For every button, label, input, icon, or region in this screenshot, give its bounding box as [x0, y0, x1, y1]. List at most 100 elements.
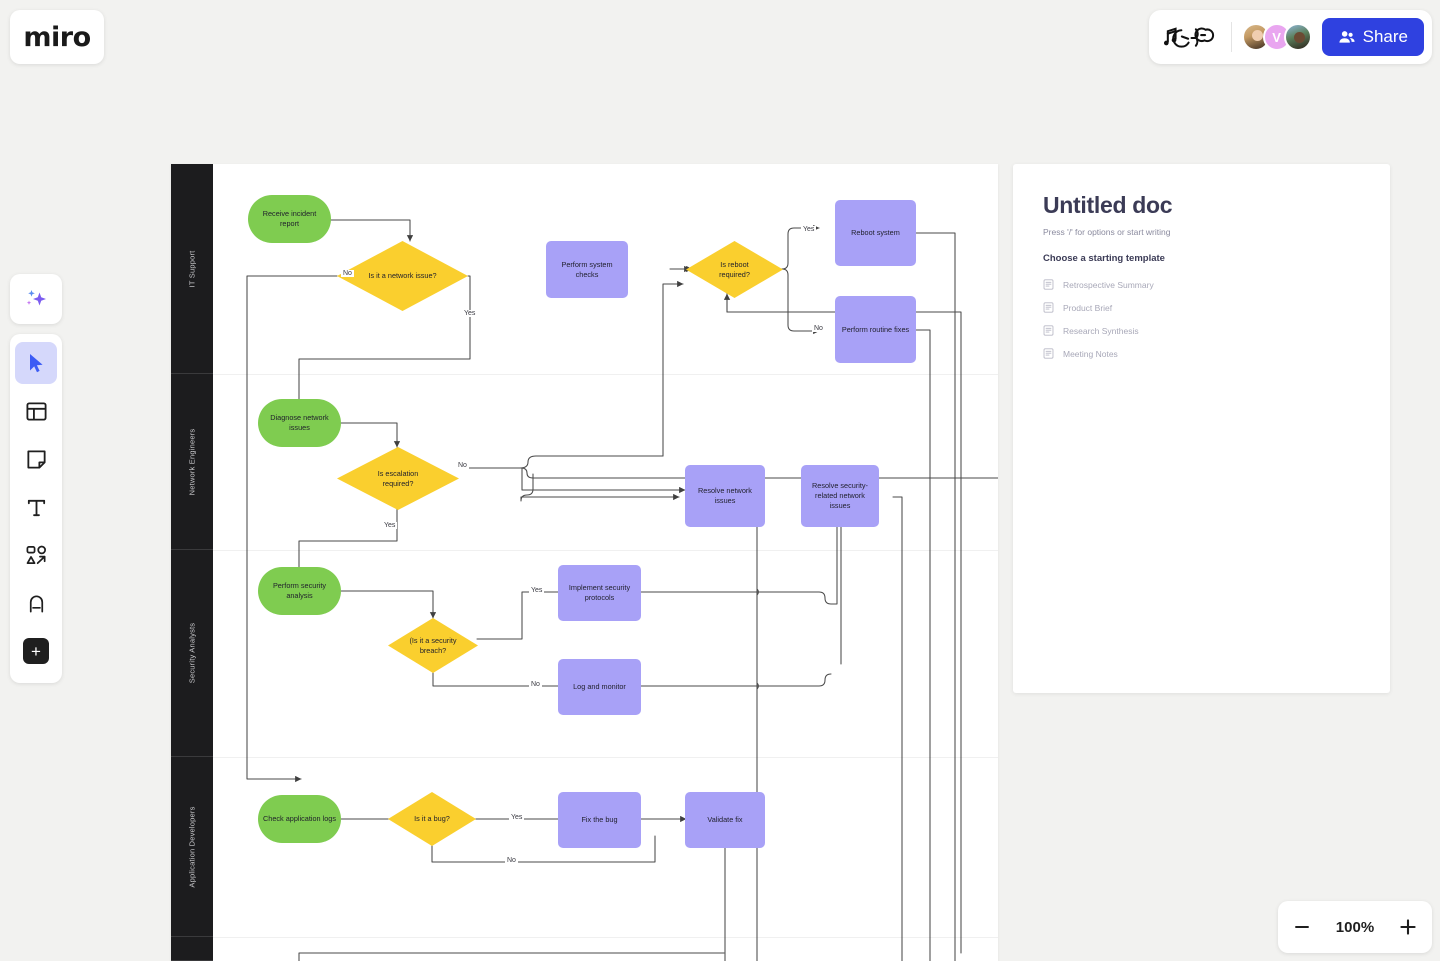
swimlane-header-network-engineers[interactable]: Network Engineers: [171, 374, 213, 550]
flowchart-canvas[interactable]: IT Support Network Engineers Security An…: [171, 164, 998, 961]
node-resolve-network-issues[interactable]: Resolve network issues: [685, 465, 765, 527]
template-label: Retrospective Summary: [1063, 279, 1154, 290]
node-resolve-security-related-network-issues[interactable]: Resolve security-related network issues: [801, 465, 879, 527]
document-icon: [1043, 279, 1054, 290]
shapes-icon: [26, 545, 46, 564]
swimlane-header-application-developers[interactable]: Application Developers: [171, 757, 213, 937]
header-divider: [1230, 22, 1232, 52]
lane-separator: [213, 937, 998, 938]
node-receive-incident-report[interactable]: Receive incident report: [248, 195, 331, 243]
node-implement-security-protocols[interactable]: Implement security protocols: [558, 565, 641, 621]
select-cursor-tool[interactable]: [15, 342, 57, 384]
document-icon: [1043, 325, 1054, 336]
miro-logo-text: miro: [23, 21, 91, 53]
node-label: Fix the bug: [581, 815, 618, 825]
template-frame-icon: [25, 401, 47, 421]
node-perform-security-analysis[interactable]: Perform security analysis: [258, 567, 341, 615]
zoom-control: 100%: [1278, 901, 1432, 953]
select-cursor-icon: [30, 354, 43, 373]
node-label: Perform security analysis: [272, 581, 327, 600]
share-button[interactable]: Share: [1321, 18, 1424, 56]
shapes-tool[interactable]: [15, 534, 57, 576]
node-fix-the-bug[interactable]: Fix the bug: [558, 792, 641, 848]
node-diagnose-network-issues[interactable]: Diagnose network issues: [258, 399, 341, 447]
pen-icon: [29, 594, 43, 613]
document-icon: [1043, 348, 1054, 359]
lane-separator: [213, 550, 998, 551]
swimlane-header-security-analysts[interactable]: Security Analysts: [171, 550, 213, 757]
edge-label-no: No: [505, 857, 518, 864]
node-is-escalation-required[interactable]: Is escalation required?: [337, 447, 459, 510]
template-frame-tool[interactable]: [15, 390, 57, 432]
node-label: Resolve security-related network issues: [812, 481, 868, 510]
zoom-out-button[interactable]: [1287, 912, 1317, 942]
decision-shape: [388, 618, 478, 673]
edge-label-yes: Yes: [529, 587, 545, 594]
add-apps-tool[interactable]: +: [15, 630, 57, 672]
collaborator-avatars: V: [1241, 23, 1312, 51]
node-label: Diagnose network issues: [270, 413, 329, 432]
text-tool[interactable]: [15, 486, 57, 528]
node-label: Receive incident report: [262, 209, 317, 228]
node-log-and-monitor[interactable]: Log and monitor: [558, 659, 641, 715]
node-label: Perform system checks: [561, 259, 613, 279]
node-is-reboot-required[interactable]: Is reboot required?: [686, 241, 783, 298]
ai-tool-card[interactable]: [10, 274, 62, 324]
template-label: Meeting Notes: [1063, 348, 1118, 359]
sticky-note-tool[interactable]: [15, 438, 57, 480]
doc-panel[interactable]: Untitled doc Press '/' for options or st…: [1013, 164, 1390, 693]
edge-label-no: No: [529, 681, 542, 688]
decision-shape: [337, 241, 468, 311]
node-label: Log and monitor: [573, 682, 626, 692]
node-label: Reboot system: [851, 228, 900, 238]
document-icon: [1043, 302, 1054, 313]
edge-label-yes: Yes: [801, 226, 817, 233]
left-toolbar: +: [10, 334, 62, 683]
node-is-it-a-network-issue[interactable]: Is it a network issue?: [337, 241, 468, 311]
node-check-application-logs[interactable]: Check application logs: [258, 795, 341, 843]
template-product-brief[interactable]: Product Brief: [1043, 296, 1360, 319]
add-icon: +: [23, 638, 49, 664]
doc-section-heading: Choose a starting template: [1043, 253, 1165, 264]
avatar[interactable]: [1283, 23, 1312, 51]
template-retrospective-summary[interactable]: Retrospective Summary: [1043, 273, 1360, 296]
ai-sparkle-icon: [26, 290, 46, 306]
template-meeting-notes[interactable]: Meeting Notes: [1043, 342, 1360, 365]
decision-shape: [337, 447, 459, 510]
node-validate-fix[interactable]: Validate fix: [685, 792, 765, 848]
node-label: Perform routine fixes: [841, 324, 910, 334]
node-perform-routine-fixes[interactable]: Perform routine fixes: [835, 296, 916, 363]
miro-logo[interactable]: miro: [10, 10, 104, 64]
node-perform-system-checks[interactable]: Perform system checks: [546, 241, 628, 298]
zoom-in-button[interactable]: [1393, 912, 1423, 942]
doc-title[interactable]: Untitled doc: [1043, 192, 1173, 218]
lane-separator: [213, 757, 998, 758]
zoom-level-value[interactable]: 100%: [1335, 918, 1375, 936]
plus-icon: [1400, 919, 1416, 935]
doc-subtitle: Press '/' for options or start writing: [1043, 227, 1171, 237]
node-label: Check application logs: [263, 814, 337, 824]
node-is-it-a-security-breach[interactable]: (Is it a security breach?: [388, 618, 478, 673]
node-is-it-a-bug[interactable]: Is it a bug?: [388, 792, 476, 846]
template-research-synthesis[interactable]: Research Synthesis: [1043, 319, 1360, 342]
minus-icon: [1295, 926, 1310, 928]
node-label: Implement security protocols: [568, 583, 631, 602]
music-doodle-icon[interactable]: [1163, 23, 1221, 51]
edge-label-yes: Yes: [382, 522, 398, 529]
edge-label-no: No: [341, 270, 354, 277]
edge-label-yes: Yes: [509, 814, 525, 821]
sticky-note-icon: [26, 449, 46, 469]
pen-tool[interactable]: [15, 582, 57, 624]
node-label: Resolve network issues: [698, 486, 752, 505]
swimlane-headers: IT Support Network Engineers Security An…: [171, 164, 213, 961]
swimlane-header-it-support[interactable]: IT Support: [171, 164, 213, 374]
text-icon: [27, 499, 45, 516]
decision-shape: [686, 241, 783, 298]
share-label: Share: [1362, 27, 1408, 46]
board-header: V Share: [1148, 10, 1432, 64]
decision-shape: [388, 792, 476, 846]
edge-label-yes: Yes: [462, 310, 478, 317]
node-reboot-system[interactable]: Reboot system: [835, 200, 916, 266]
lane-separator: [213, 374, 998, 375]
edge-label-no: No: [812, 325, 825, 332]
